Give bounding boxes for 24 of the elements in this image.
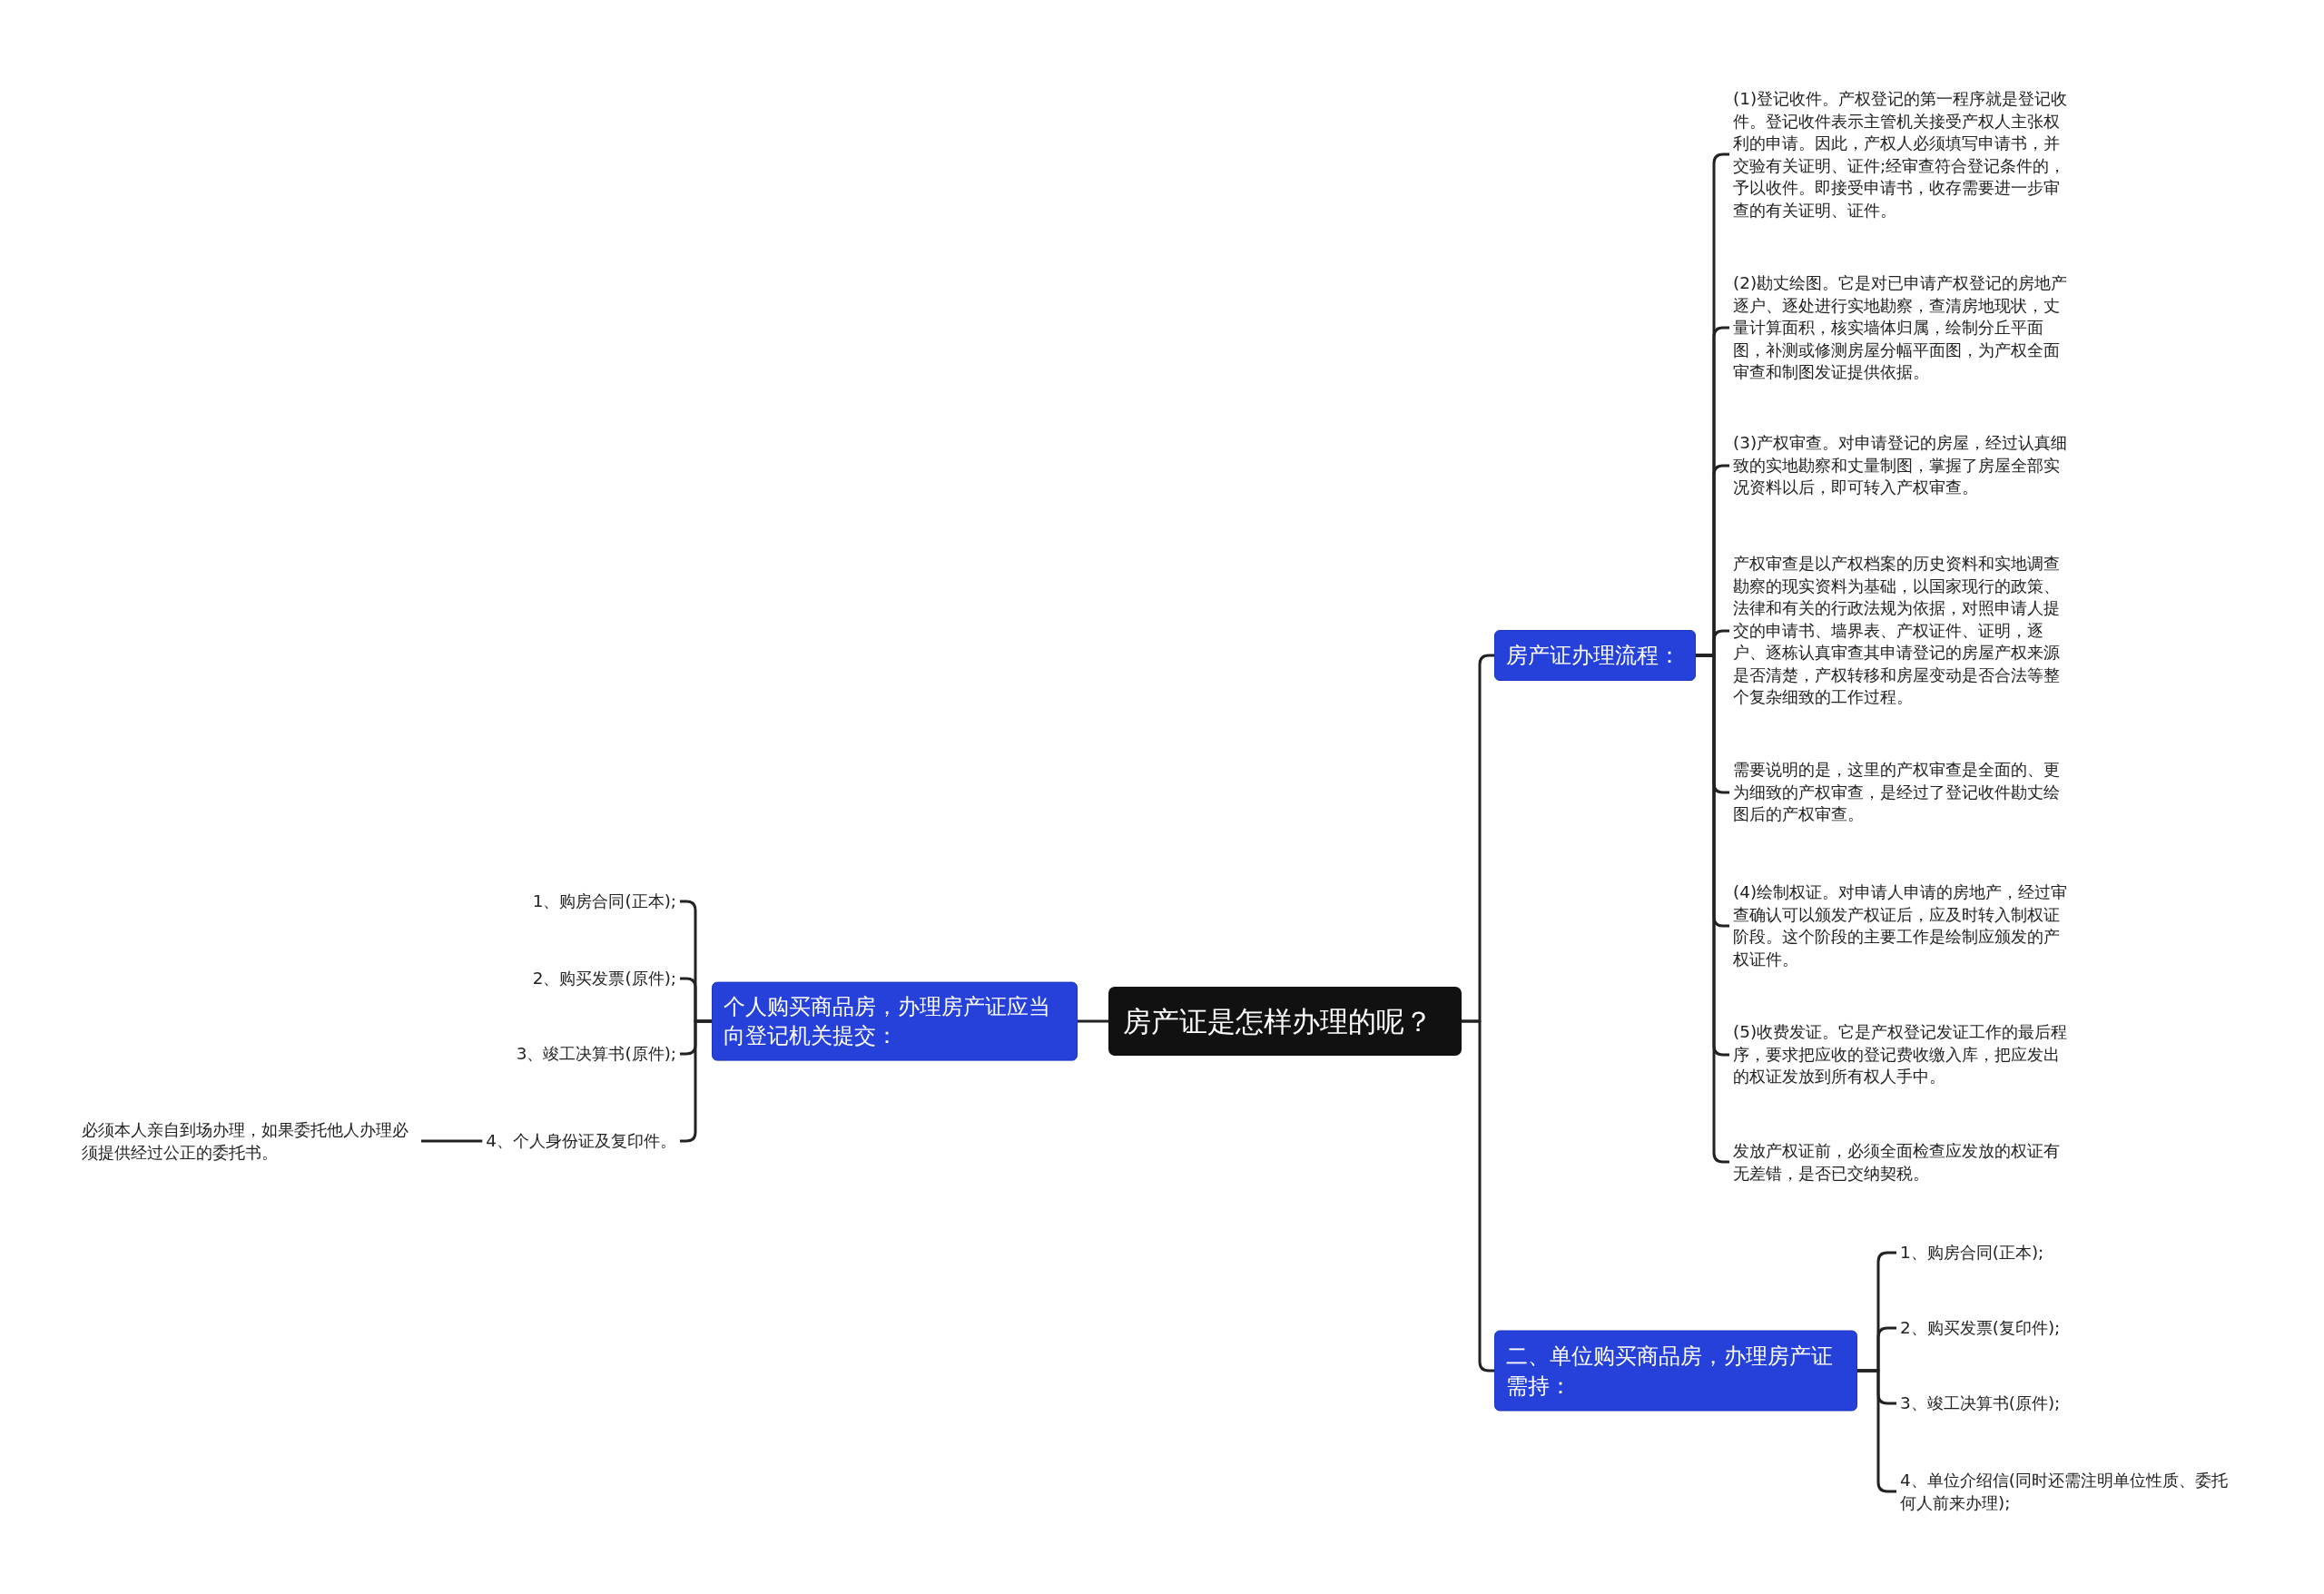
subtopic-text: 需要说明的是，这里的产权审查是全面的、更为细致的产权审查，是经过了登记收件勘丈绘图后的产权审查。: [1729, 759, 2074, 826]
note-text: 必须本人亲自到场办理，如果委托他人办理必须提供经过公正的委托书。: [82, 1118, 421, 1164]
central-topic-box: 房产证是怎样办理的呢？: [1108, 987, 1462, 1056]
subtopic-text: 发放产权证前，必须全面检查应发放的权证有无差错，是否已交纳契税。: [1729, 1139, 2074, 1185]
branch-topic-box: 二、单位购买商品房，办理房产证需持：: [1494, 1330, 1857, 1412]
connector-line: [421, 1139, 483, 1143]
subtopic-text: 产权审查是以产权档案的历史资料和实地调查勘察的现实资料为基础，以国家现行的政策、法律和有关的行政法规为依据，对照申请人提交的申请书、墙界表、产权证件、证明，逐户、逐栋认真审查其申请登记的房屋产权来源是否清楚，产权转移和房屋变动是否合法等整个复杂细致的工作过程。: [1729, 553, 2074, 709]
subtopic-text: (5)收费发证。它是产权登记发证工作的最后程序，要求把应收的登记费收缴入库，把应发出的权证发放到所有权人手中。: [1729, 1021, 2074, 1088]
subtopic-text: 1、购房合同(正本);: [528, 890, 680, 913]
subtopic-text: 4、个人身份证及复印件。: [482, 1129, 680, 1153]
branch-topic-box: 个人购买商品房，办理房产证应当向登记机关提交：: [712, 981, 1078, 1061]
branch-topic-box: 房产证办理流程：: [1494, 630, 1696, 681]
subtopic-text: 3、竣工决算书(原件);: [512, 1042, 680, 1066]
subtopic-text: 2、购买发票(复印件);: [1896, 1316, 2064, 1340]
subtopic-text: (3)产权审查。对申请登记的房屋，经过认真细致的实地勘察和丈量制图，掌握了房屋全部实况资料以后，即可转入产权审查。: [1729, 432, 2074, 499]
subtopic-text: 1、购房合同(正本);: [1896, 1241, 2048, 1264]
connector-line: [1462, 1019, 1494, 1373]
connector-line: [1078, 1019, 1108, 1023]
subtopic-text: (1)登记收件。产权登记的第一程序就是登记收件。登记收件表示主管机关接受产权人主张权利的申请。因此，产权人必须填写申请书，并交验有关证明、证件;经审查符合登记条件的，予以收件。即接受申请书，收存需要进一步审查的有关证明、证件。: [1729, 87, 2074, 221]
subtopic-text: 2、购买发票(原件);: [528, 967, 680, 990]
subtopic-text: 3、竣工决算书(原件);: [1896, 1392, 2064, 1415]
subtopic-text: (4)绘制权证。对申请人申请的房地产，经过审查确认可以颁发产权证后，应及时转入制权证阶段。这个阶段的主要工作是绘制应颁发的产权证件。: [1729, 881, 2074, 970]
subtopic-text: (2)勘丈绘图。它是对已申请产权登记的房地产逐户、逐处进行实地勘察，查清房地现状，丈量计算面积，核实墙体归属，绘制分丘平面图，补测或修测房屋分幅平面图，为产权全面审查和制图发证提供依据。: [1729, 271, 2074, 384]
subtopic-text: 4、单位介绍信(同时还需注明单位性质、委托何人前来办理);: [1896, 1469, 2241, 1514]
